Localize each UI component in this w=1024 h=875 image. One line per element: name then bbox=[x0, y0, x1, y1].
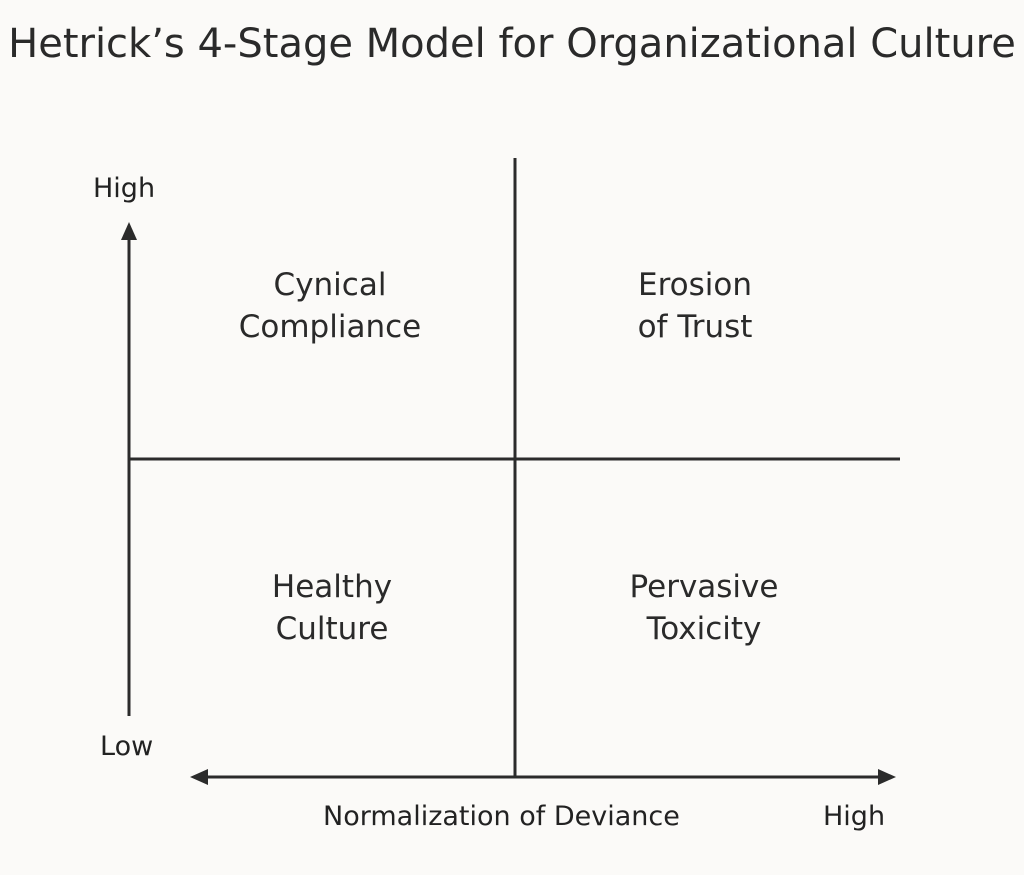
x-axis-right-arrowhead bbox=[878, 769, 896, 785]
y-axis-arrowhead bbox=[121, 222, 137, 240]
x-axis-high-label: High bbox=[823, 801, 886, 832]
quadrant-line-2: Culture bbox=[275, 611, 389, 647]
y-axis-high-label: High bbox=[93, 173, 156, 204]
x-axis-left-arrowhead bbox=[190, 769, 208, 785]
quadrant-line-2: of Trust bbox=[637, 309, 753, 345]
quadrant-line-1: Healthy bbox=[271, 569, 393, 605]
quadrant-line-1: Erosion bbox=[638, 267, 752, 303]
x-axis-label: Normalization of Deviance bbox=[323, 801, 680, 832]
quadrant-line-1: Pervasive bbox=[629, 569, 779, 605]
quadrant-pervasive-toxicity: Pervasive Toxicity bbox=[554, 566, 854, 650]
quadrant-healthy-culture: Healthy Culture bbox=[182, 566, 482, 650]
quadrant-line-2: Toxicity bbox=[646, 611, 762, 647]
quadrant-erosion-of-trust: Erosion of Trust bbox=[545, 264, 845, 348]
quadrant-line-2: Compliance bbox=[238, 309, 422, 345]
y-axis-low-label: Low bbox=[100, 731, 154, 762]
diagram-title: Hetrick’s 4-Stage Model for Organization… bbox=[8, 21, 1016, 67]
quadrant-cynical-compliance: Cynical Compliance bbox=[180, 264, 480, 348]
quadrant-line-1: Cynical bbox=[273, 267, 387, 303]
